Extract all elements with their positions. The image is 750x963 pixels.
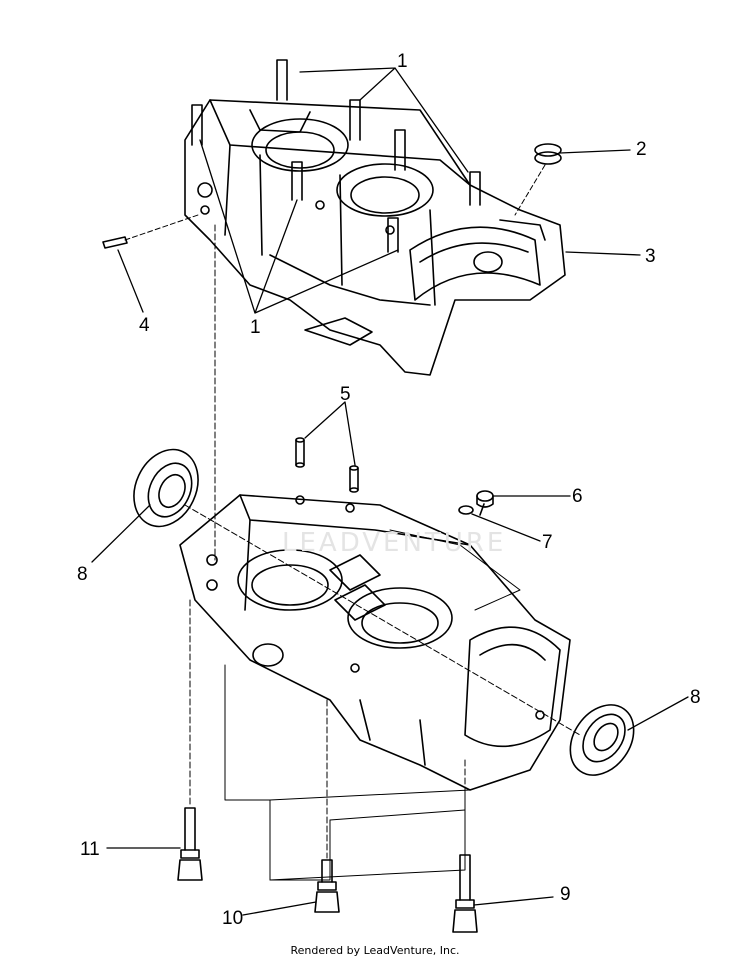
lower-crankcase	[179, 494, 571, 791]
callout-5: 5	[340, 384, 351, 405]
upper-crankcase	[184, 99, 566, 376]
callout-4: 4	[139, 315, 150, 336]
bolt-item-10	[314, 859, 340, 913]
leader-lines	[91, 67, 689, 916]
callout-9: 9	[560, 884, 571, 905]
callout-6: 6	[572, 486, 583, 507]
callout-1-top: 1	[397, 51, 408, 72]
dowel-pin-item-4	[102, 236, 128, 249]
plug-item-2	[534, 143, 562, 165]
callout-8-left: 8	[77, 564, 88, 585]
sump-outline	[224, 529, 521, 881]
dowel-pins-item-5	[295, 437, 359, 493]
watermark-text: LEADVENTURE	[282, 528, 507, 558]
callout-7: 7	[542, 532, 553, 553]
bolt-item-9	[452, 854, 478, 933]
callout-11: 11	[80, 839, 100, 860]
oil-seal-left	[133, 448, 199, 528]
callout-3: 3	[645, 246, 656, 267]
callout-2: 2	[636, 139, 647, 160]
washer-item-7	[458, 505, 474, 515]
assembly-guides	[189, 224, 466, 859]
render-credit-footer: Rendered by LeadVenture, Inc.	[290, 944, 460, 957]
bolt-item-6	[476, 490, 494, 516]
bolt-item-11	[177, 807, 203, 881]
callout-8-right: 8	[690, 687, 701, 708]
oil-seal-right	[569, 704, 635, 776]
callout-1-bottom: 1	[250, 317, 261, 338]
cylinder-studs	[191, 59, 481, 253]
callout-10: 10	[222, 908, 244, 929]
